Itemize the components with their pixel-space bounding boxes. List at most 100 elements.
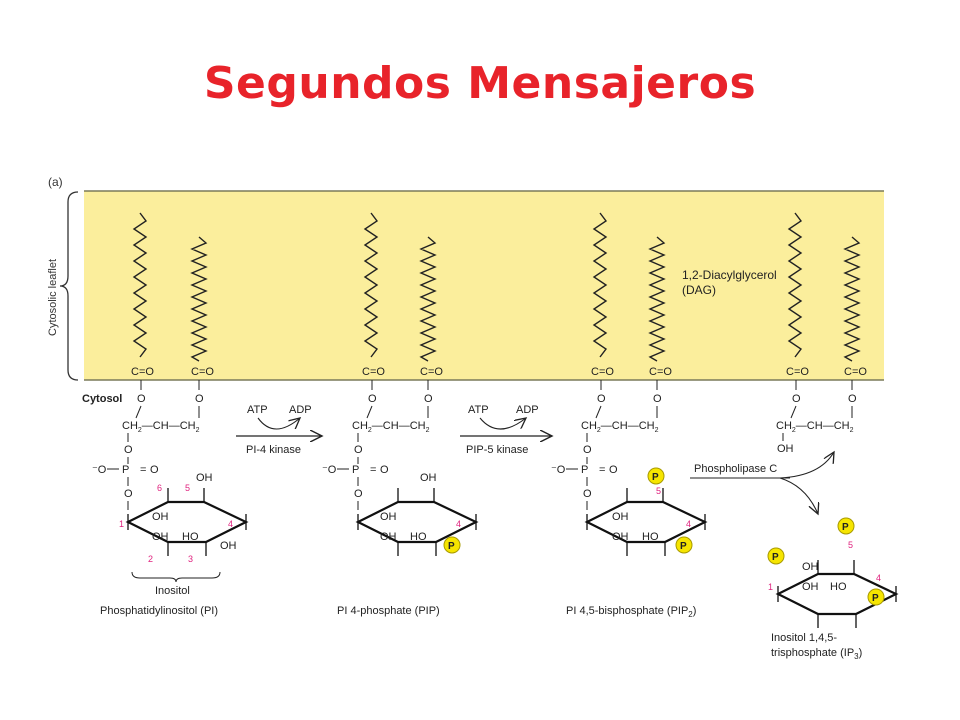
svg-text:=: = <box>370 464 376 476</box>
reaction-phospholipase-c: Phospholipase C <box>690 452 834 514</box>
phosphate-badge <box>767 547 785 565</box>
inositol-ring-pip: OH OH OH HO 4 P <box>356 472 478 558</box>
svg-text:O: O <box>609 464 618 476</box>
svg-text:HO: HO <box>642 531 659 543</box>
leaflet-brace <box>59 191 79 381</box>
svg-text:OH: OH <box>802 581 819 593</box>
svg-text:⁻O: ⁻O <box>92 464 107 476</box>
svg-text:OH: OH <box>152 531 169 543</box>
phosphate-badge <box>443 536 461 554</box>
glycerol-backbone-pip: C=O C=O O O CH2—CH—CH2 O ⁻O P = O O <box>322 366 443 510</box>
svg-text:=: = <box>599 464 605 476</box>
svg-text:ATP: ATP <box>247 404 268 416</box>
svg-text:CH2—CH—CH2: CH2—CH—CH2 <box>581 420 659 434</box>
svg-text:2: 2 <box>148 554 153 564</box>
svg-text:6: 6 <box>157 483 162 493</box>
svg-text:P: P <box>872 593 879 604</box>
svg-text:P: P <box>680 541 687 552</box>
svg-text:C=O: C=O <box>362 366 385 378</box>
panel-label: (a) <box>48 175 63 189</box>
svg-text:PI-4 kinase: PI-4 kinase <box>246 444 301 456</box>
svg-text:HO: HO <box>182 531 199 543</box>
svg-text:P: P <box>448 541 455 552</box>
phosphate-badge <box>867 588 885 606</box>
compound-label-ip3: Inositol 1,4,5- trisphosphate (IP3) <box>771 632 862 661</box>
svg-text:CH2—CH—CH2: CH2—CH—CH2 <box>122 420 200 434</box>
reaction-pip5-kinase: ATP ADP PIP-5 kinase <box>460 404 552 456</box>
reaction-pi4-kinase: ATP ADP PI-4 kinase <box>236 404 322 456</box>
inositol-ring-pi: OH OH OH HO OH 6 5 1 4 2 3 Inositol <box>119 472 248 597</box>
leaflet-label: Cytosolic leaflet <box>47 259 59 336</box>
svg-text:OH: OH <box>420 472 437 484</box>
svg-text:C=O: C=O <box>786 366 809 378</box>
svg-text:O: O <box>380 464 389 476</box>
svg-text:5: 5 <box>848 540 853 550</box>
svg-text:OH: OH <box>220 540 237 552</box>
svg-text:5: 5 <box>185 483 190 493</box>
svg-text:1: 1 <box>119 519 124 529</box>
cytosol-label: Cytosol <box>82 393 122 405</box>
compound-label-pi: Phosphatidylinositol (PI) <box>100 605 218 617</box>
svg-text:O: O <box>368 393 377 405</box>
svg-text:OH: OH <box>152 511 169 523</box>
svg-text:P: P <box>652 472 659 483</box>
svg-text:O: O <box>792 393 801 405</box>
svg-text:Phospholipase C: Phospholipase C <box>694 463 777 475</box>
svg-text:CH2—CH—CH2: CH2—CH—CH2 <box>776 420 854 434</box>
svg-text:OH: OH <box>777 443 794 455</box>
svg-text:O: O <box>124 488 133 500</box>
svg-text:P: P <box>122 464 129 476</box>
svg-text:3: 3 <box>188 554 193 564</box>
svg-text:P: P <box>842 522 849 533</box>
svg-text:HO: HO <box>410 531 427 543</box>
svg-text:O: O <box>424 393 433 405</box>
svg-text:OH: OH <box>380 531 397 543</box>
svg-text:OH: OH <box>380 511 397 523</box>
svg-text:OH: OH <box>802 561 819 573</box>
dag-label: 1,2-Diacylglycerol (DAG) <box>682 268 780 297</box>
svg-text:=: = <box>140 464 146 476</box>
svg-text:PIP-5 kinase: PIP-5 kinase <box>466 444 528 456</box>
svg-text:C=O: C=O <box>191 366 214 378</box>
inositol-ring-pip2: OH OH HO P 5 4 P <box>585 467 707 558</box>
phosphate-badge <box>837 517 855 535</box>
svg-text:O: O <box>354 488 363 500</box>
inositol-ring-ip3: OH OH HO P 5 P 1 4 P <box>767 517 898 630</box>
phosphate-badge <box>647 467 665 485</box>
compound-label-pip: PI 4-phosphate (PIP) <box>337 605 440 617</box>
svg-text:⁻O: ⁻O <box>322 464 337 476</box>
membrane-band <box>84 191 884 380</box>
svg-text:P: P <box>352 464 359 476</box>
svg-text:4: 4 <box>228 519 233 529</box>
svg-text:5: 5 <box>656 486 661 496</box>
slide-title: Segundos Mensajeros <box>203 58 757 109</box>
phosphate-badge <box>675 536 693 554</box>
svg-text:O: O <box>124 444 133 456</box>
svg-text:C=O: C=O <box>131 366 154 378</box>
svg-text:O: O <box>848 393 857 405</box>
svg-text:P: P <box>772 552 779 563</box>
svg-text:CH2—CH—CH2: CH2—CH—CH2 <box>352 420 430 434</box>
svg-text:HO: HO <box>830 581 847 593</box>
svg-text:O: O <box>653 393 662 405</box>
svg-text:C=O: C=O <box>420 366 443 378</box>
svg-text:P: P <box>581 464 588 476</box>
svg-text:O: O <box>354 444 363 456</box>
svg-text:O: O <box>597 393 606 405</box>
svg-text:⁻O: ⁻O <box>551 464 566 476</box>
svg-text:OH: OH <box>612 531 629 543</box>
svg-text:4: 4 <box>686 519 691 529</box>
svg-text:1: 1 <box>768 582 773 592</box>
svg-text:O: O <box>195 393 204 405</box>
svg-text:OH: OH <box>196 472 213 484</box>
svg-text:OH: OH <box>612 511 629 523</box>
svg-text:4: 4 <box>876 573 881 583</box>
svg-text:O: O <box>583 444 592 456</box>
svg-text:4: 4 <box>456 519 461 529</box>
svg-text:Inositol: Inositol <box>155 585 190 597</box>
svg-text:O: O <box>137 393 146 405</box>
